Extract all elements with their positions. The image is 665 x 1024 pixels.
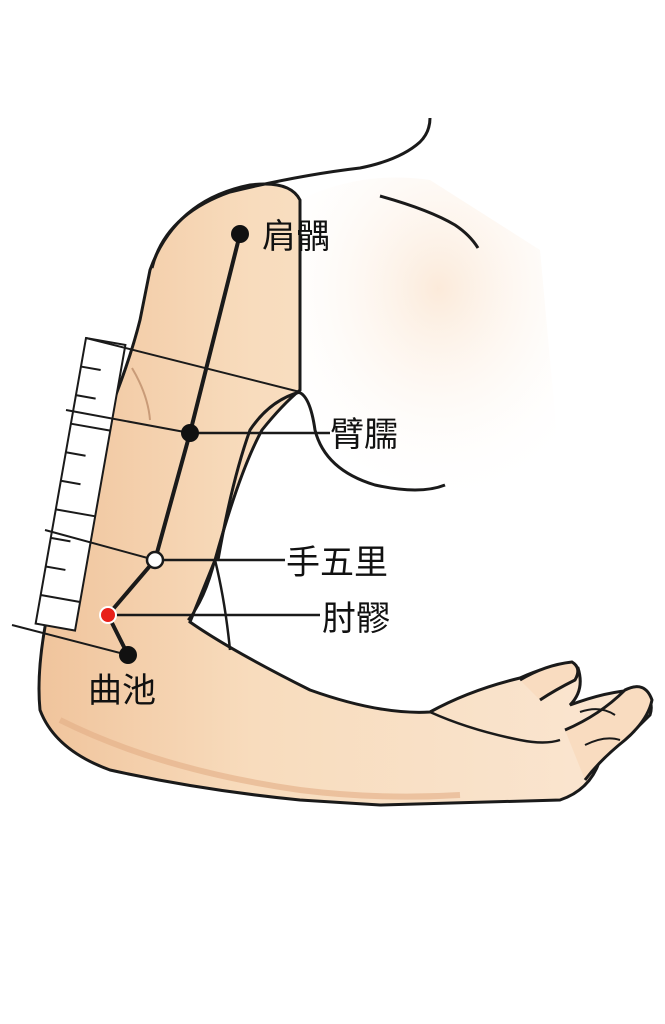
ruler-tick bbox=[60, 479, 81, 486]
ruler-tick bbox=[55, 508, 96, 518]
ruler-tick bbox=[65, 451, 86, 457]
point-binao bbox=[181, 424, 199, 442]
arm-body bbox=[37, 182, 653, 807]
palm-line bbox=[429, 710, 561, 744]
thumb bbox=[519, 660, 580, 702]
fingers bbox=[564, 685, 654, 781]
deltoid-line bbox=[131, 367, 151, 421]
label-zhouliao: 肘髎 bbox=[322, 599, 390, 639]
shoulder-outline bbox=[150, 117, 432, 269]
ruler-tick bbox=[40, 594, 81, 603]
forearm-shadow bbox=[58, 717, 461, 800]
scale-guide-lines bbox=[11, 337, 301, 656]
point-zhouliao bbox=[99, 606, 117, 624]
guide-line-quchi bbox=[11, 624, 129, 656]
ruler-tick bbox=[75, 394, 96, 400]
point-jianyu bbox=[231, 225, 249, 243]
ruler-ticks bbox=[40, 365, 111, 603]
torso-shade bbox=[290, 177, 560, 495]
armpit-line bbox=[297, 390, 446, 492]
ruler-tick bbox=[45, 565, 66, 571]
leader-lines bbox=[108, 431, 330, 617]
ruler-tick bbox=[50, 536, 71, 543]
ruler-tick bbox=[80, 365, 101, 372]
point-shouwuli bbox=[145, 550, 165, 570]
label-quchi: 曲池 bbox=[88, 671, 156, 711]
guide-line-top bbox=[85, 337, 301, 393]
collarbone-line bbox=[379, 194, 480, 249]
label-binao: 臂臑 bbox=[330, 415, 398, 455]
finger-line bbox=[579, 708, 621, 746]
guide-line-binao bbox=[65, 409, 191, 434]
point-quchi bbox=[119, 646, 137, 664]
label-jianyu: 肩髃 bbox=[262, 217, 330, 257]
biceps-line bbox=[216, 390, 301, 561]
label-shouwuli: 手五里 bbox=[286, 543, 388, 583]
measuring-scale bbox=[34, 336, 127, 632]
guide-line-wuli bbox=[44, 529, 156, 561]
ruler-tick bbox=[70, 422, 111, 432]
